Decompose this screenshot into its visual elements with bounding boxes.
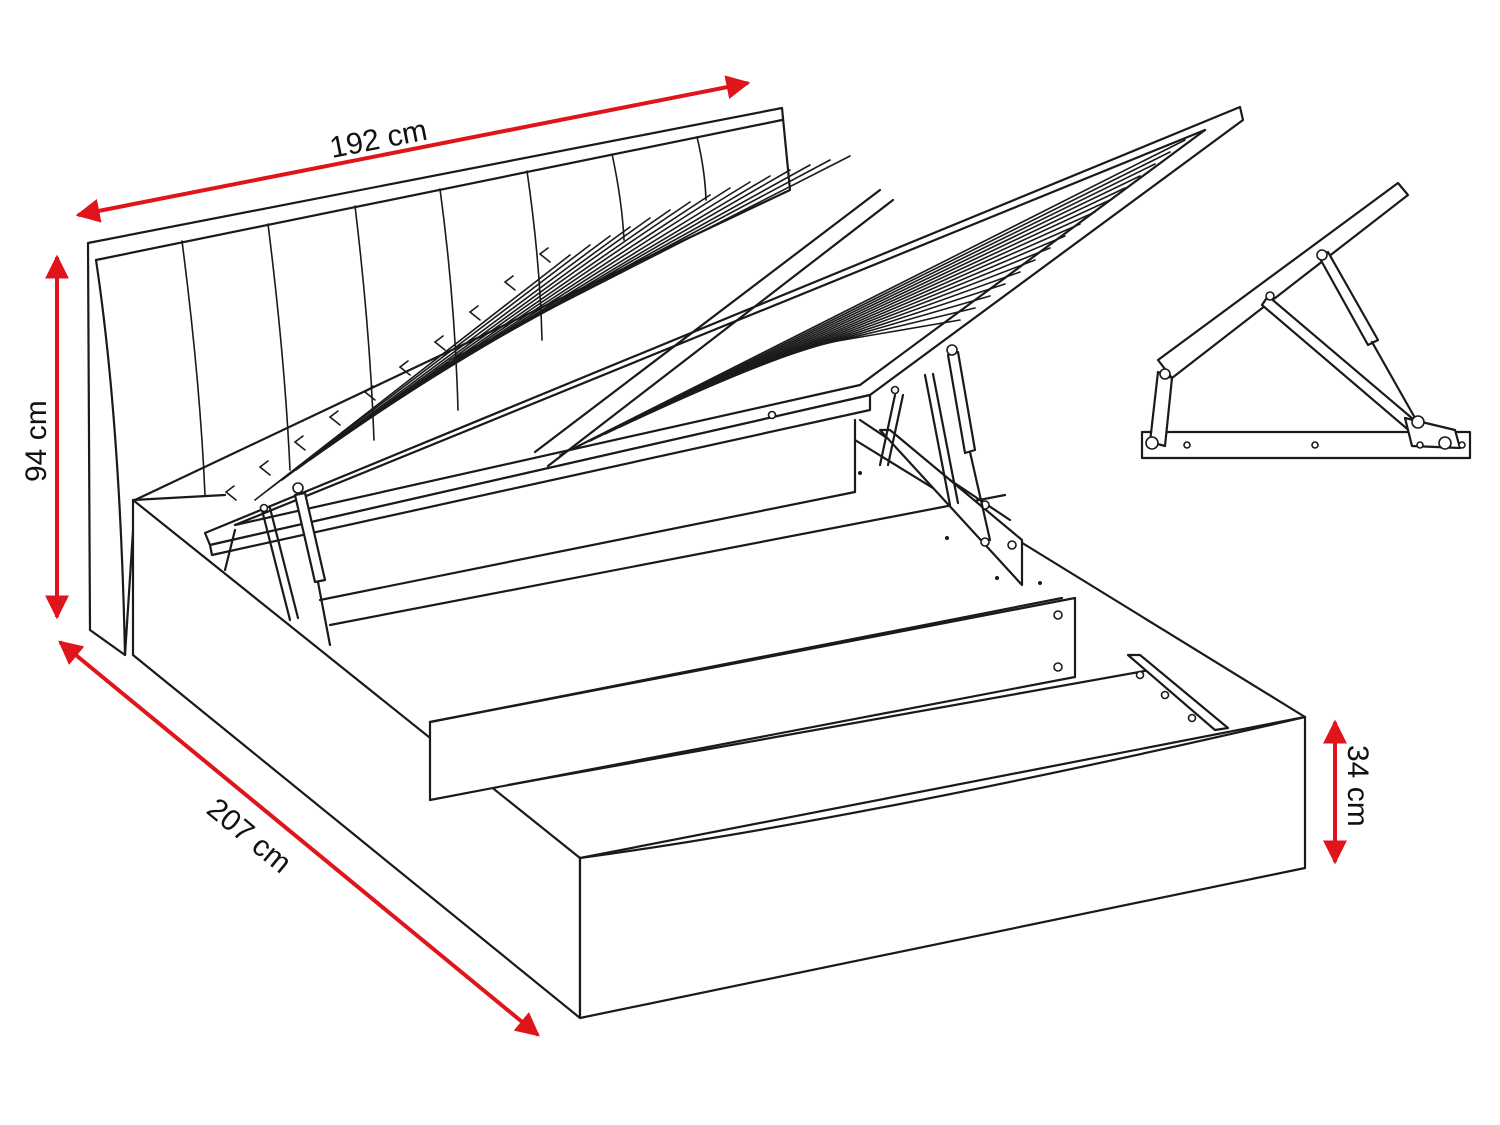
headboard-height-label: 94 cm <box>20 400 53 482</box>
left-lift-mechanism <box>223 482 332 647</box>
slats-left <box>254 155 851 501</box>
mechanism-detail <box>1140 181 1472 460</box>
right-lift-mechanism <box>878 344 992 547</box>
dimension-frame-height: 34 cm <box>1323 719 1374 865</box>
length-label: 207 cm <box>201 792 298 880</box>
slats-right <box>559 139 1186 456</box>
frame-height-label: 34 cm <box>1341 745 1374 827</box>
foot-support-rail <box>1126 653 1230 732</box>
slatted-base <box>203 105 1245 557</box>
dimension-headboard-height: 94 cm <box>20 254 69 620</box>
slat-clips <box>224 247 551 501</box>
right-mechanism-plate <box>858 428 1042 587</box>
